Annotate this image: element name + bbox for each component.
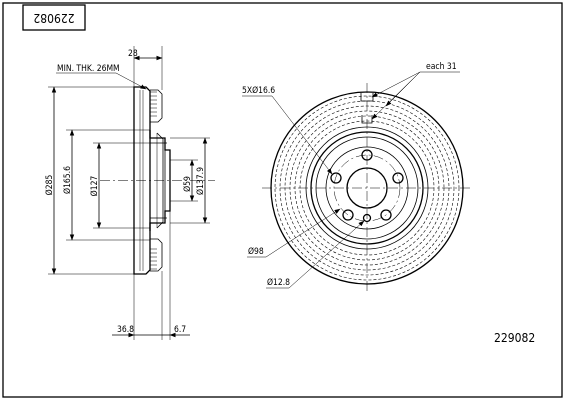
- diameter-165-label: Ø165.6: [62, 166, 73, 194]
- front-view: each 31 5XØ16.6 Ø98 Ø12.8: [242, 62, 472, 293]
- disc-hat: [149, 130, 171, 231]
- min-thickness-label: MIN. THK. 26MM: [57, 64, 120, 74]
- locating-hole: [362, 213, 372, 223]
- bolt-circle-label: Ø98: [248, 246, 264, 257]
- outer-diameter-label: Ø285: [44, 175, 55, 196]
- bolt-hole: [361, 149, 373, 161]
- bolt-hole: [380, 209, 392, 221]
- part-number-box: 229082: [22, 4, 86, 31]
- small-hole-label: Ø12.8: [267, 277, 290, 288]
- side-view: 28 MIN. THK. 26MM Ø285 Ø165.6 Ø127 Ø59 Ø…: [44, 46, 215, 340]
- bolt-hole: [392, 172, 404, 184]
- center-bore-label: Ø59: [182, 176, 193, 192]
- bolt-hole: [342, 209, 354, 221]
- diameter-127-label: Ø127: [89, 176, 100, 197]
- part-number-box-text: 229082: [33, 11, 74, 25]
- bolt-holes-label: 5XØ16.6: [242, 85, 275, 96]
- thickness-label: 28: [128, 49, 138, 59]
- bolt-circle-line: [333, 154, 401, 222]
- part-number-label: 229082: [494, 331, 535, 345]
- bolt-hole: [330, 172, 342, 184]
- hub-diameter-label: Ø137.9: [195, 167, 206, 195]
- hat-offset-label: 6.7: [174, 325, 186, 335]
- overall-height-label: 36.8: [117, 325, 134, 335]
- angle-each-label: each 31: [426, 62, 457, 72]
